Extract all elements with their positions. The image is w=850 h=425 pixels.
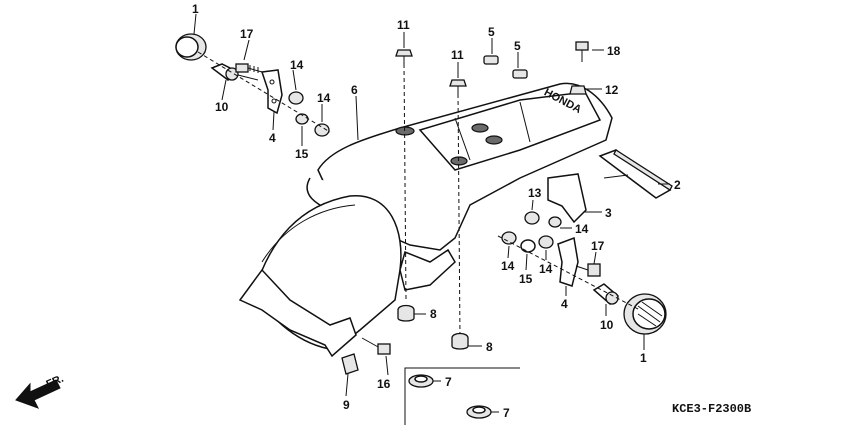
front-direction-arrow: FR. [15, 373, 66, 409]
callout-14-top-2: 14 [317, 91, 331, 105]
callout-18: 18 [607, 44, 621, 58]
rear-fender: HONDA [238, 82, 613, 358]
bolt-11-right [449, 79, 467, 94]
callout-8-lower: 8 [486, 340, 493, 354]
grommet-8-upper [397, 304, 415, 322]
nut-14-right [538, 235, 554, 249]
nut-13 [524, 211, 540, 225]
bolt-16 [361, 337, 391, 355]
bolt-17-lower [575, 263, 601, 277]
collar-12 [569, 85, 587, 95]
clip-9 [341, 353, 359, 375]
callout-6: 6 [351, 83, 358, 97]
front-direction-label: FR. [44, 373, 65, 391]
callout-15-lower: 15 [519, 272, 533, 286]
grommet-5-right [512, 69, 528, 79]
nut-top-2 [314, 123, 330, 137]
bracket-3 [547, 173, 587, 224]
callout-14-lower-right: 14 [539, 262, 553, 276]
callout-17-top: 17 [240, 27, 254, 41]
callout-10-top: 10 [215, 100, 229, 114]
callout-5-right: 5 [514, 39, 521, 53]
callout-5-left: 5 [488, 25, 495, 39]
reflector-bolt-lower [592, 283, 620, 306]
callout-11-left: 11 [397, 18, 410, 32]
bracket-top [260, 69, 283, 115]
license-light [598, 149, 673, 199]
nut-top-1 [288, 91, 304, 105]
grommet-5-left [483, 55, 499, 65]
diagram-code: KCE3-F2300B [672, 402, 751, 416]
bolt-17-top [235, 63, 263, 73]
bolt-18 [575, 41, 589, 62]
callout-16: 16 [377, 377, 391, 391]
nut-14-center [548, 216, 562, 228]
callout-labels: 1 17 14 14 10 4 15 6 11 11 5 5 18 12 2 3… [192, 2, 681, 420]
callout-7-lower: 7 [503, 406, 510, 420]
leader-lines [193, 13, 670, 413]
callout-13: 13 [528, 186, 542, 200]
callout-1-lower: 1 [640, 351, 647, 365]
callout-15-top: 15 [295, 147, 309, 161]
callout-17-lower: 17 [591, 239, 605, 253]
reflector-lower [623, 293, 667, 335]
callout-4-lower: 4 [561, 297, 568, 311]
callout-4-top: 4 [269, 131, 276, 145]
inset-frame [404, 367, 520, 425]
callout-12: 12 [605, 83, 619, 97]
reflector-top [175, 33, 207, 61]
callout-8-upper: 8 [430, 307, 437, 321]
reflector-bolt-top [210, 63, 259, 81]
grommet-7-upper [408, 374, 434, 388]
washer-15-lower [520, 239, 536, 253]
grommet-7-lower [466, 405, 492, 419]
callout-10-lower: 10 [600, 318, 614, 332]
callout-14-top-1: 14 [290, 58, 304, 72]
callout-7-upper: 7 [445, 375, 452, 389]
callout-14-lower-left: 14 [501, 259, 515, 273]
bracket-lower [557, 236, 579, 287]
callout-3: 3 [605, 206, 612, 220]
nut-14-left [501, 231, 517, 245]
callout-9: 9 [343, 398, 350, 412]
grommet-8-lower [451, 332, 469, 350]
callout-1-top: 1 [192, 2, 199, 16]
callout-14-center: 14 [575, 222, 589, 236]
bolt-11-left [395, 49, 413, 64]
callout-11-right: 11 [451, 48, 464, 62]
callout-2: 2 [674, 178, 681, 192]
